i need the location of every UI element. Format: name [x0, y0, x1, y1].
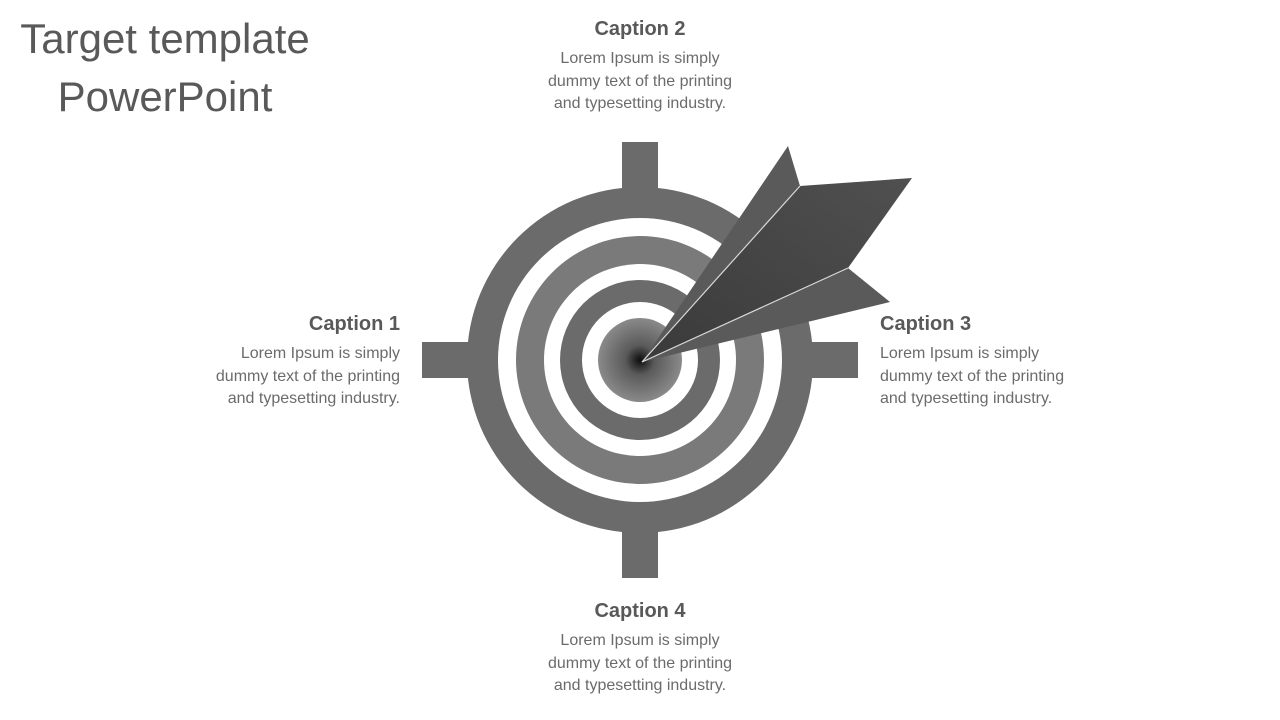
- caption-1-line-3: and typesetting industry.: [227, 390, 400, 407]
- slide-title-line-2: PowerPoint: [57, 73, 273, 120]
- caption-2-title: Caption 2: [594, 18, 686, 40]
- arrow-body: [642, 178, 912, 362]
- caption-3: Caption 3 Lorem Ipsum is simply dummy te…: [880, 311, 1110, 411]
- caption-4-line-1: Lorem Ipsum is simply: [560, 632, 720, 649]
- slide-title-line-1: Target template: [20, 15, 310, 62]
- caption-1-line-2: dummy text of the printing: [215, 367, 400, 385]
- caption-2: Caption 2 Lorem Ipsum is simply dummy te…: [525, 16, 755, 116]
- caption-3-title: Caption 3: [880, 313, 972, 335]
- caption-3-line-1: Lorem Ipsum is simply: [880, 345, 1040, 362]
- caption-3-line-2: dummy text of the printing: [880, 367, 1065, 385]
- caption-4-line-3: and typesetting industry.: [553, 677, 727, 694]
- arrow-icon: [641, 146, 912, 363]
- caption-2-line-2: dummy text of the printing: [547, 72, 733, 90]
- caption-3-text: Lorem Ipsum is simply dummy text of the …: [880, 343, 1110, 411]
- arrow-fin-right: [642, 268, 890, 362]
- caption-2-line-1: Lorem Ipsum is simply: [560, 50, 720, 67]
- arrow-edge-1: [641, 185, 801, 363]
- caption-2-line-3: and typesetting industry.: [553, 95, 727, 112]
- arrow-edge-2: [641, 267, 849, 363]
- caption-4-text: Lorem Ipsum is simply dummy text of the …: [525, 630, 755, 698]
- caption-4: Caption 4 Lorem Ipsum is simply dummy te…: [525, 598, 755, 698]
- caption-2-text: Lorem Ipsum is simply dummy text of the …: [525, 48, 755, 116]
- caption-1: Caption 1 Lorem Ipsum is simply dummy te…: [170, 311, 400, 411]
- caption-1-title: Caption 1: [308, 313, 400, 335]
- caption-4-line-2: dummy text of the printing: [547, 654, 733, 672]
- arrow-fin-top: [642, 146, 800, 362]
- caption-1-line-1: Lorem Ipsum is simply: [240, 345, 400, 362]
- slide-title: Target template PowerPoint: [0, 10, 330, 126]
- caption-4-title: Caption 4: [594, 600, 686, 622]
- caption-1-text: Lorem Ipsum is simply dummy text of the …: [170, 343, 400, 411]
- caption-3-line-3: and typesetting industry.: [880, 390, 1053, 407]
